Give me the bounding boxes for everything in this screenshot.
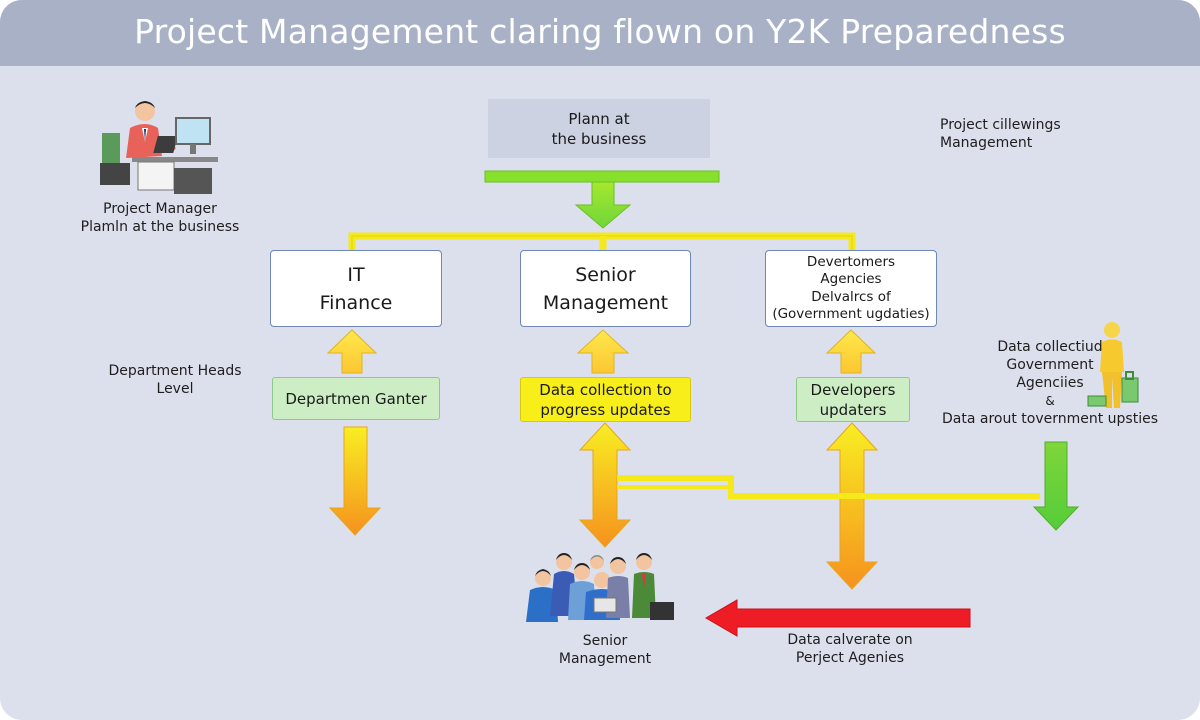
team-group-icon: [526, 553, 674, 622]
government-data-label: Data collectiud Government Agenciies & D…: [930, 338, 1170, 428]
government-data-line5: Data arout tovernment upsties: [941, 411, 1159, 427]
data-collection-box: Data collection to progress updates: [520, 377, 691, 422]
department-heads-label: Department Heads Level: [90, 362, 260, 398]
data-calverate-label: Data calverate on Perject Agenies: [750, 631, 950, 667]
developers-agencies-line3: Delvalrcs of: [811, 288, 891, 305]
senior-management-label-line2: Management: [558, 651, 652, 667]
it-finance-line2: Finance: [319, 291, 393, 314]
data-calverate-line1: Data calverate on: [787, 632, 913, 648]
department-center-box: Departmen Ganter: [272, 377, 440, 420]
project-management-line2: Management: [940, 135, 1033, 151]
senior-management-line2: Management: [542, 291, 669, 314]
up-arrow-center: [576, 329, 630, 374]
it-finance-box: IT Finance: [270, 250, 442, 327]
green-bar: [484, 170, 720, 183]
developers-updates-box: Developers updaters: [796, 377, 910, 422]
developers-agencies-box: Devertomers Agencies Delvalrcs of (Gover…: [765, 250, 937, 327]
senior-management-line1: Senior: [575, 263, 636, 286]
department-heads-line2: Level: [156, 381, 194, 397]
project-manager-line1: Project Manager: [103, 201, 217, 217]
project-management-line1: Project cillewings: [940, 117, 1061, 133]
worker-with-luggage-icon: [1087, 322, 1139, 408]
developers-agencies-line4: (Government ugdaties): [772, 306, 930, 322]
up-arrow-right: [825, 329, 877, 374]
it-finance-line1: IT: [347, 263, 365, 286]
green-down-arrow-right: [1032, 441, 1080, 531]
page-title: Project Management claring flown on Y2K …: [134, 12, 1066, 51]
double-arrow-right: [825, 422, 879, 590]
plan-business-box: Plann at the business: [488, 99, 710, 158]
plan-business-line1: Plann at: [568, 109, 630, 128]
data-collection-line2: progress updates: [540, 400, 671, 419]
senior-management-label: Senior Management: [520, 632, 690, 668]
data-collection-line1: Data collection to: [539, 380, 672, 399]
project-management-label: Project cillewings Management: [940, 116, 1120, 152]
project-manager-line2: Plamln at the business: [80, 219, 240, 235]
developers-updates-line1: Developers: [810, 380, 896, 399]
red-left-arrow: [705, 599, 971, 637]
up-arrow-left: [326, 329, 378, 374]
double-arrow-center: [578, 422, 632, 548]
government-data-line4: &: [1045, 394, 1055, 408]
manager-at-desk-icon: [100, 101, 218, 194]
government-data-line1: Data collectiud: [997, 339, 1103, 355]
developers-updates-line2: updaters: [819, 400, 887, 419]
data-calverate-line2: Perject Agenies: [795, 650, 905, 666]
department-center-line1: Departmen Ganter: [285, 389, 427, 408]
plan-business-line2: the business: [551, 129, 647, 148]
senior-management-box: Senior Management: [520, 250, 691, 327]
developers-agencies-line2: Agencies: [820, 271, 882, 287]
green-down-arrow: [574, 181, 632, 229]
title-bar: Project Management claring flown on Y2K …: [0, 0, 1200, 66]
government-data-line3: Agenciies: [1016, 375, 1084, 391]
government-data-line2: Government: [1006, 357, 1094, 373]
down-arrow-left: [328, 426, 382, 536]
department-heads-line1: Department Heads: [108, 363, 242, 379]
senior-management-label-line1: Senior: [582, 633, 628, 649]
project-manager-label: Project Manager Plamln at the business: [60, 200, 260, 236]
developers-agencies-line1: Devertomers: [806, 253, 896, 270]
